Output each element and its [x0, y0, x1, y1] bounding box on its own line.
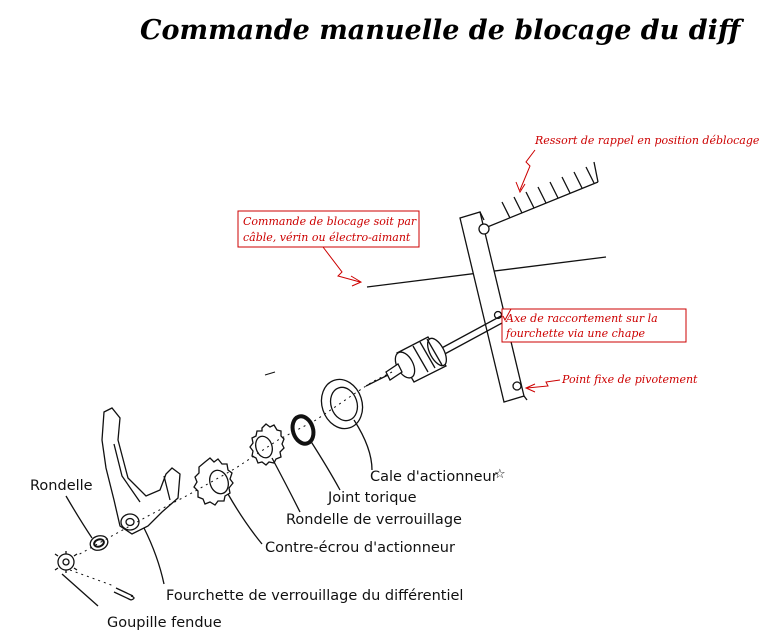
- lock-fork: [101, 407, 181, 535]
- return-spring: [479, 181, 599, 231]
- note-point-fixe: Point fixe de pivotement: [561, 373, 698, 386]
- control-lever-assembly: [366, 161, 607, 403]
- fixed-pivot-hole: [512, 381, 522, 391]
- small-washer: [89, 535, 109, 551]
- note-ressort-arrow: [519, 149, 536, 191]
- cotter-pin: [113, 587, 135, 601]
- note-axe-line2: fourchette via une chape: [505, 327, 645, 340]
- label-rondelle-verrouillage: Rondelle de verrouillage: [286, 512, 462, 528]
- actuator-lock-nut: [193, 457, 234, 506]
- label-rondelle: Rondelle: [30, 478, 93, 494]
- note-commande-box: [237, 210, 420, 248]
- actuator-body: [365, 336, 448, 387]
- label-contre-ecrou: Contre-écrou d'actionneur: [265, 540, 455, 556]
- note-point-fixe-arrow: [526, 379, 561, 389]
- note-commande-line1: Commande de blocage soit par: [243, 215, 417, 228]
- pivot-lever: [459, 211, 525, 403]
- note-axe-line1: Axe de raccortement sur la: [505, 312, 658, 325]
- label-goupille: Goupille fendue: [107, 615, 222, 631]
- spring-coils: [501, 161, 599, 219]
- star-mark: ☆: [494, 467, 506, 482]
- note-axe-arrow: [502, 308, 512, 322]
- lock-washer: [249, 423, 285, 466]
- label-cale: Cale d'actionneur: [370, 469, 498, 485]
- note-commande-arrow: [322, 246, 361, 283]
- label-joint: Joint torique: [327, 490, 417, 506]
- note-axe-box: [501, 308, 687, 343]
- small-castle-nut: [54, 551, 78, 573]
- actuator-shim: [320, 378, 364, 430]
- o-ring: [290, 414, 316, 446]
- note-ressort: Ressort de rappel en position déblocage: [534, 134, 760, 147]
- label-fourchette: Fourchette de verrouillage du différenti…: [166, 588, 463, 604]
- spring-pivot-hole: [478, 223, 490, 235]
- note-commande-line2: câble, vérin ou électro-aimant: [243, 231, 411, 244]
- part-leaders: [61, 419, 373, 607]
- page-title: Commande manuelle de blocage du diff: [140, 15, 745, 46]
